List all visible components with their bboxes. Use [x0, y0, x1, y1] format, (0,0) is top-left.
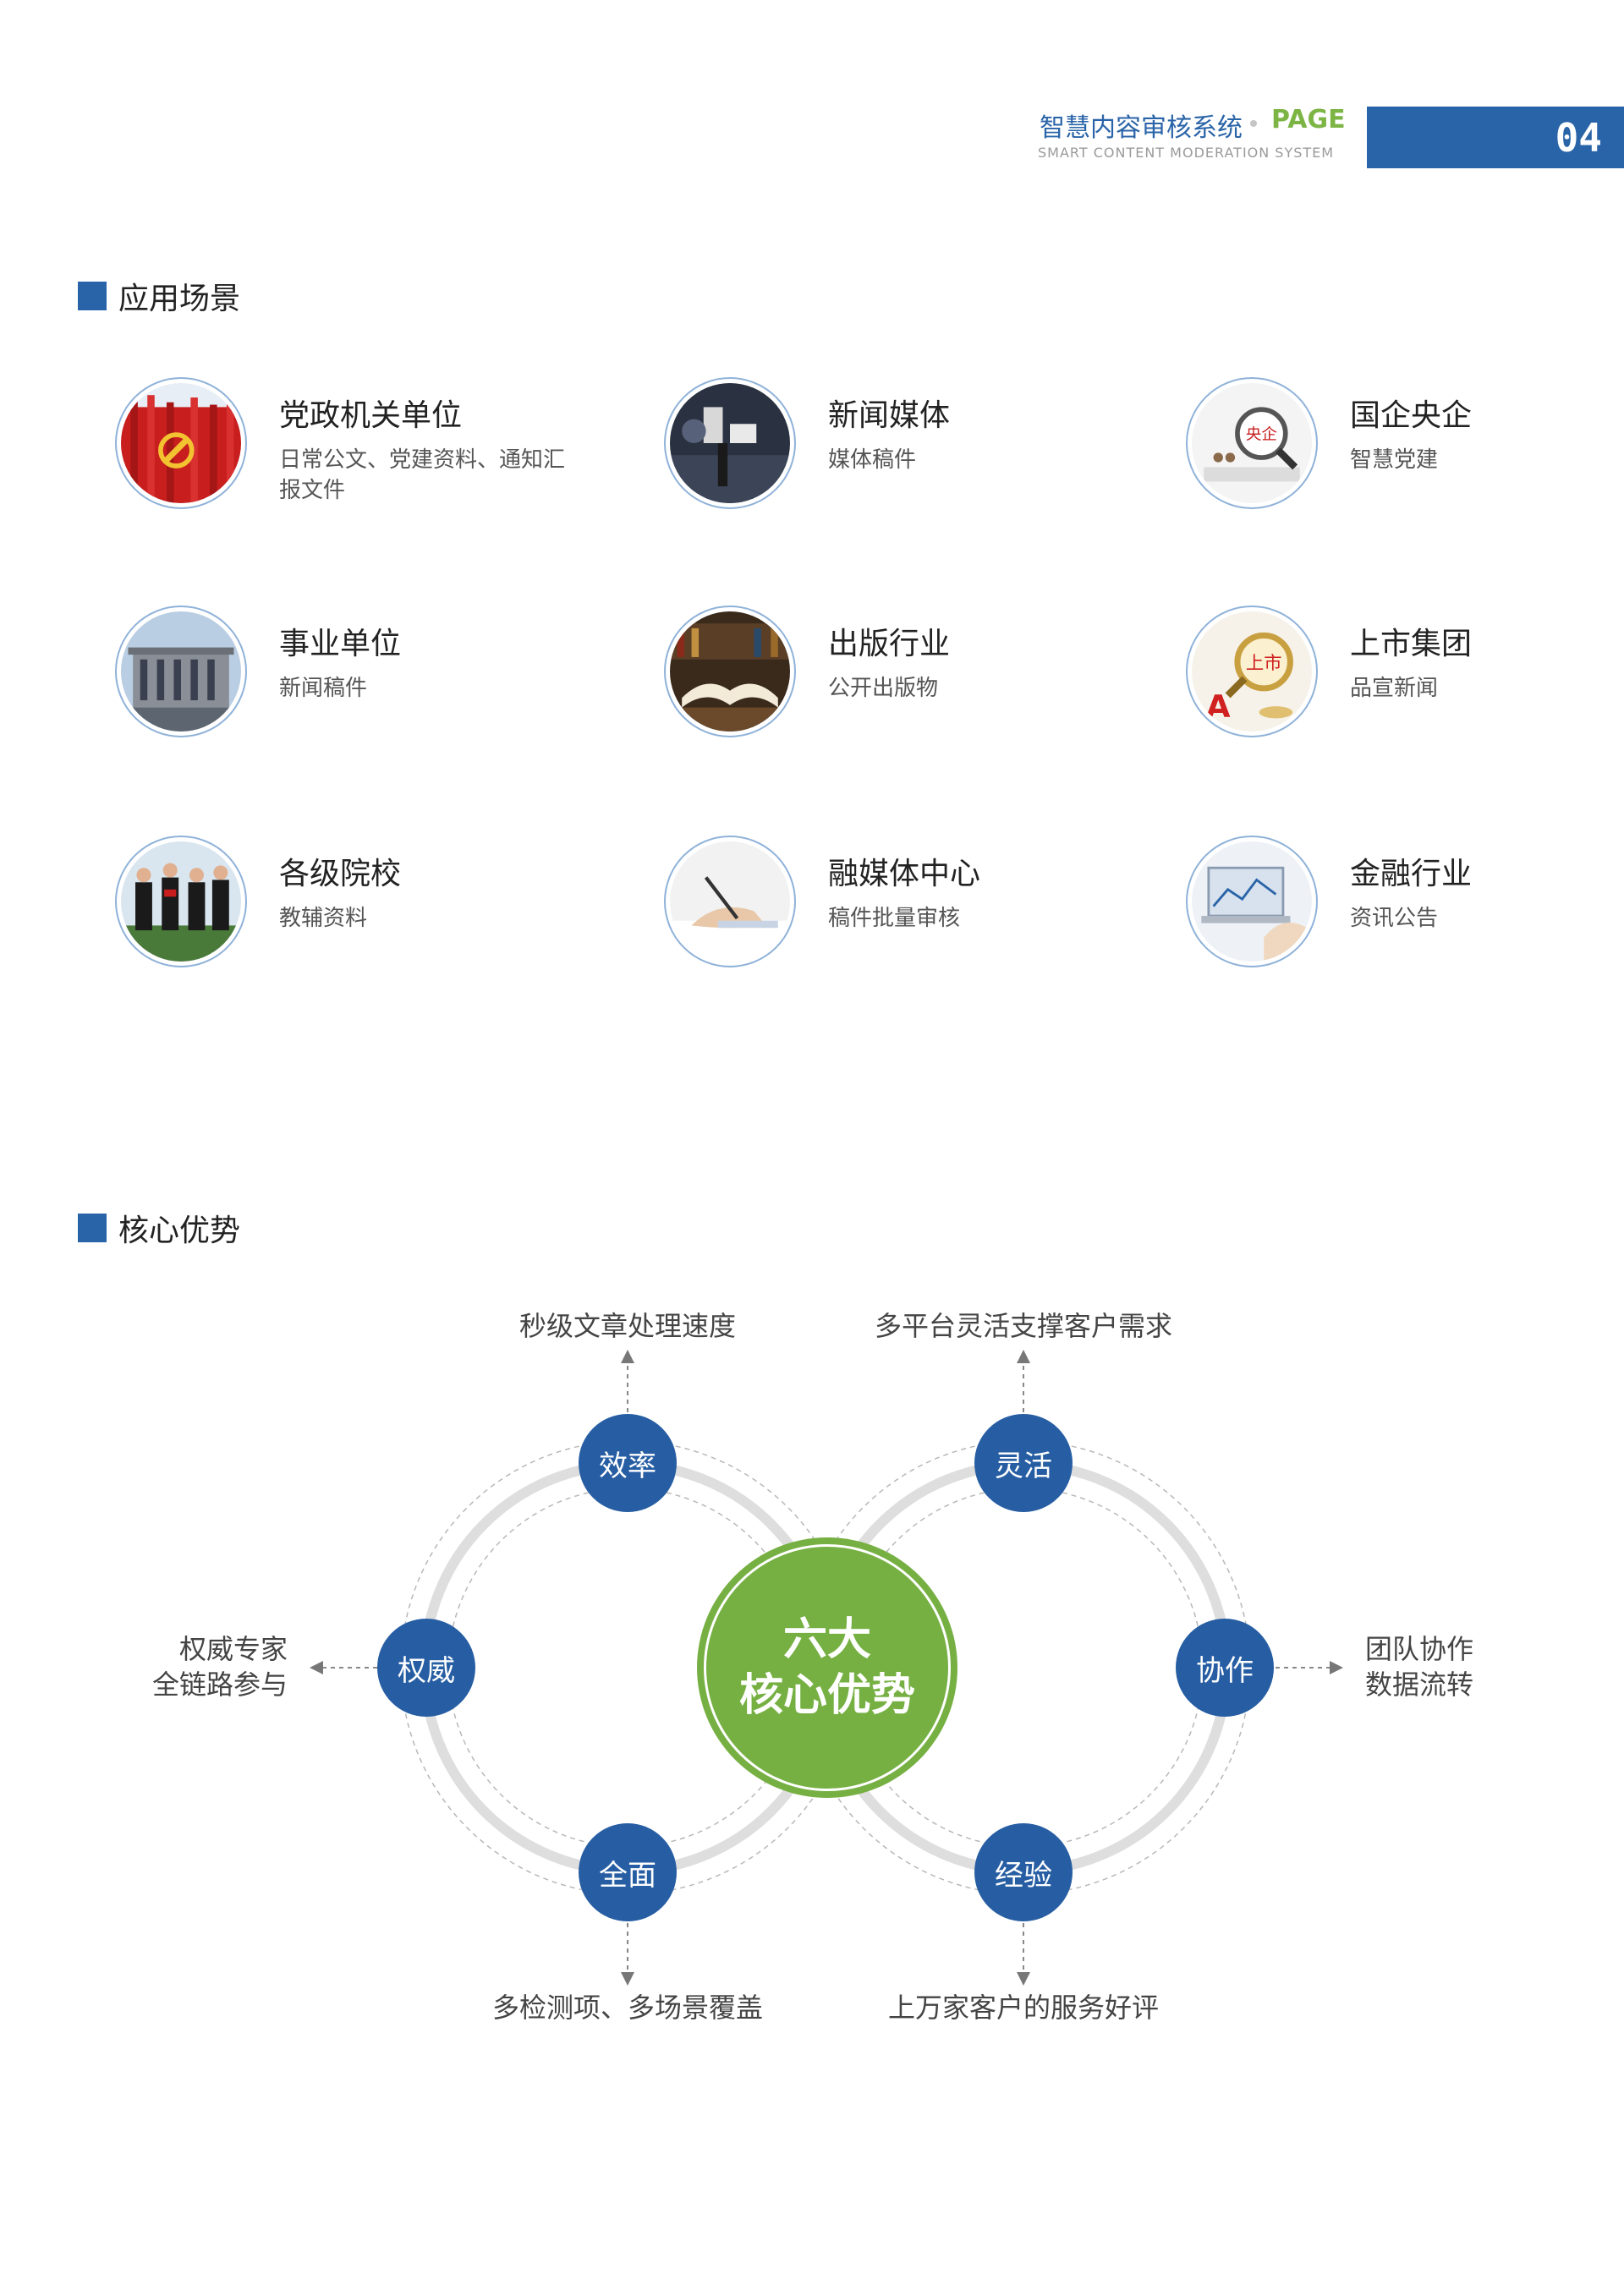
scenario-item: 事业单位 新闻稿件	[78, 606, 551, 749]
label-collaboration-2: 数据流转	[1365, 1669, 1474, 1701]
header-subtitle: SMART CONTENT MODERATION SYSTEM	[1038, 145, 1335, 161]
scenario-desc: 日常公文、党建资料、通知汇报文件	[279, 447, 566, 503]
label-flexible: 多平台灵活支撑客户需求	[874, 1310, 1172, 1342]
center-inner-ring: 六大 核心优势	[704, 1544, 951, 1791]
scenario-title: 党政机关单位	[279, 398, 463, 433]
node-flexible: 灵活	[974, 1414, 1073, 1512]
center-circle: 六大 核心优势	[697, 1537, 957, 1798]
scenario-title: 新闻媒体	[828, 398, 951, 433]
node-experience: 经验	[974, 1823, 1073, 1921]
label-authority-2: 全链路参与	[151, 1669, 288, 1701]
label-collaboration-1: 团队协作	[1365, 1633, 1474, 1665]
section-marker-square	[78, 282, 107, 310]
scenario-desc: 公开出版物	[828, 676, 939, 701]
scenario-desc: 资讯公告	[1350, 906, 1439, 931]
scenario-desc: 品宣新闻	[1350, 676, 1439, 701]
scenario-title: 事业单位	[279, 627, 402, 661]
header-title: 智慧内容审核系统	[1040, 113, 1243, 143]
scenario-desc: 智慧党建	[1350, 447, 1439, 473]
scenario-title: 上市集团	[1350, 627, 1473, 661]
header-page-label: PAGE	[1271, 105, 1346, 134]
scenario-item: 金融行业 资讯公告	[1149, 836, 1622, 979]
node-efficiency: 效率	[579, 1414, 677, 1512]
scenario-item: 出版行业 公开出版物	[627, 606, 1100, 749]
scenario-desc: 稿件批量审核	[828, 906, 961, 931]
section-heading-advantages: 核心优势	[78, 1206, 240, 1250]
scenario-title: 出版行业	[828, 627, 951, 661]
scenario-title: 国企央企	[1350, 398, 1473, 433]
scenario-item: 央企 国企央企 智慧党建	[1149, 377, 1622, 521]
graduates-image	[115, 836, 247, 967]
scenario-item: 上市 A 上市集团 品宣新闻	[1149, 606, 1622, 749]
finance-laptop-image	[1186, 836, 1318, 967]
node-label: 经验	[995, 1858, 1052, 1893]
section-heading-scenarios: 应用场景	[78, 274, 240, 318]
scenario-title: 金融行业	[1350, 857, 1473, 891]
scenario-title: 各级院校	[279, 857, 402, 891]
scenario-item: 各级院校 教辅资料	[78, 836, 551, 979]
page-number-box: 04	[1367, 107, 1624, 168]
scenario-desc: 教辅资料	[279, 906, 368, 931]
scenario-desc: 媒体稿件	[828, 447, 917, 473]
node-label: 全面	[599, 1858, 656, 1893]
label-experience: 上万家客户的服务好评	[887, 1992, 1159, 2024]
magnifier-listing-image: 上市 A	[1186, 606, 1318, 737]
news-microphone-image	[664, 377, 796, 509]
open-book-image	[664, 606, 796, 737]
node-label: 权威	[398, 1653, 455, 1688]
scenario-item: 新闻媒体 媒体稿件	[627, 377, 1100, 521]
header-dot	[1250, 120, 1257, 127]
page-number: 04	[1555, 114, 1602, 161]
node-label: 协作	[1196, 1653, 1254, 1688]
party-emblem-image	[115, 377, 247, 509]
node-comprehensive: 全面	[579, 1823, 677, 1921]
node-authority: 权威	[377, 1619, 475, 1717]
section-marker-square	[78, 1214, 107, 1242]
scenario-title: 融媒体中心	[828, 857, 981, 891]
public-building-image	[115, 606, 247, 737]
svg-text:上市: 上市	[1246, 653, 1282, 674]
scenario-item: 融媒体中心 稿件批量审核	[627, 836, 1100, 979]
center-line-1: 六大	[782, 1614, 871, 1665]
section-title: 核心优势	[118, 1214, 241, 1248]
node-label: 效率	[599, 1449, 656, 1483]
node-collaboration: 协作	[1176, 1619, 1274, 1717]
label-efficiency: 秒级文章处理速度	[518, 1310, 736, 1342]
center-line-2: 核心优势	[738, 1670, 915, 1721]
node-label: 灵活	[995, 1449, 1052, 1483]
label-comprehensive: 多检测项、多场景覆盖	[491, 1992, 763, 2024]
section-title: 应用场景	[118, 282, 241, 316]
scenario-item: 党政机关单位 日常公文、党建资料、通知汇报文件	[78, 377, 565, 521]
svg-text:央企: 央企	[1246, 426, 1277, 444]
scenario-desc: 新闻稿件	[279, 676, 368, 701]
magnifier-central-enterprise-image: 央企	[1186, 377, 1318, 509]
label-authority-1: 权威专家	[178, 1633, 288, 1665]
